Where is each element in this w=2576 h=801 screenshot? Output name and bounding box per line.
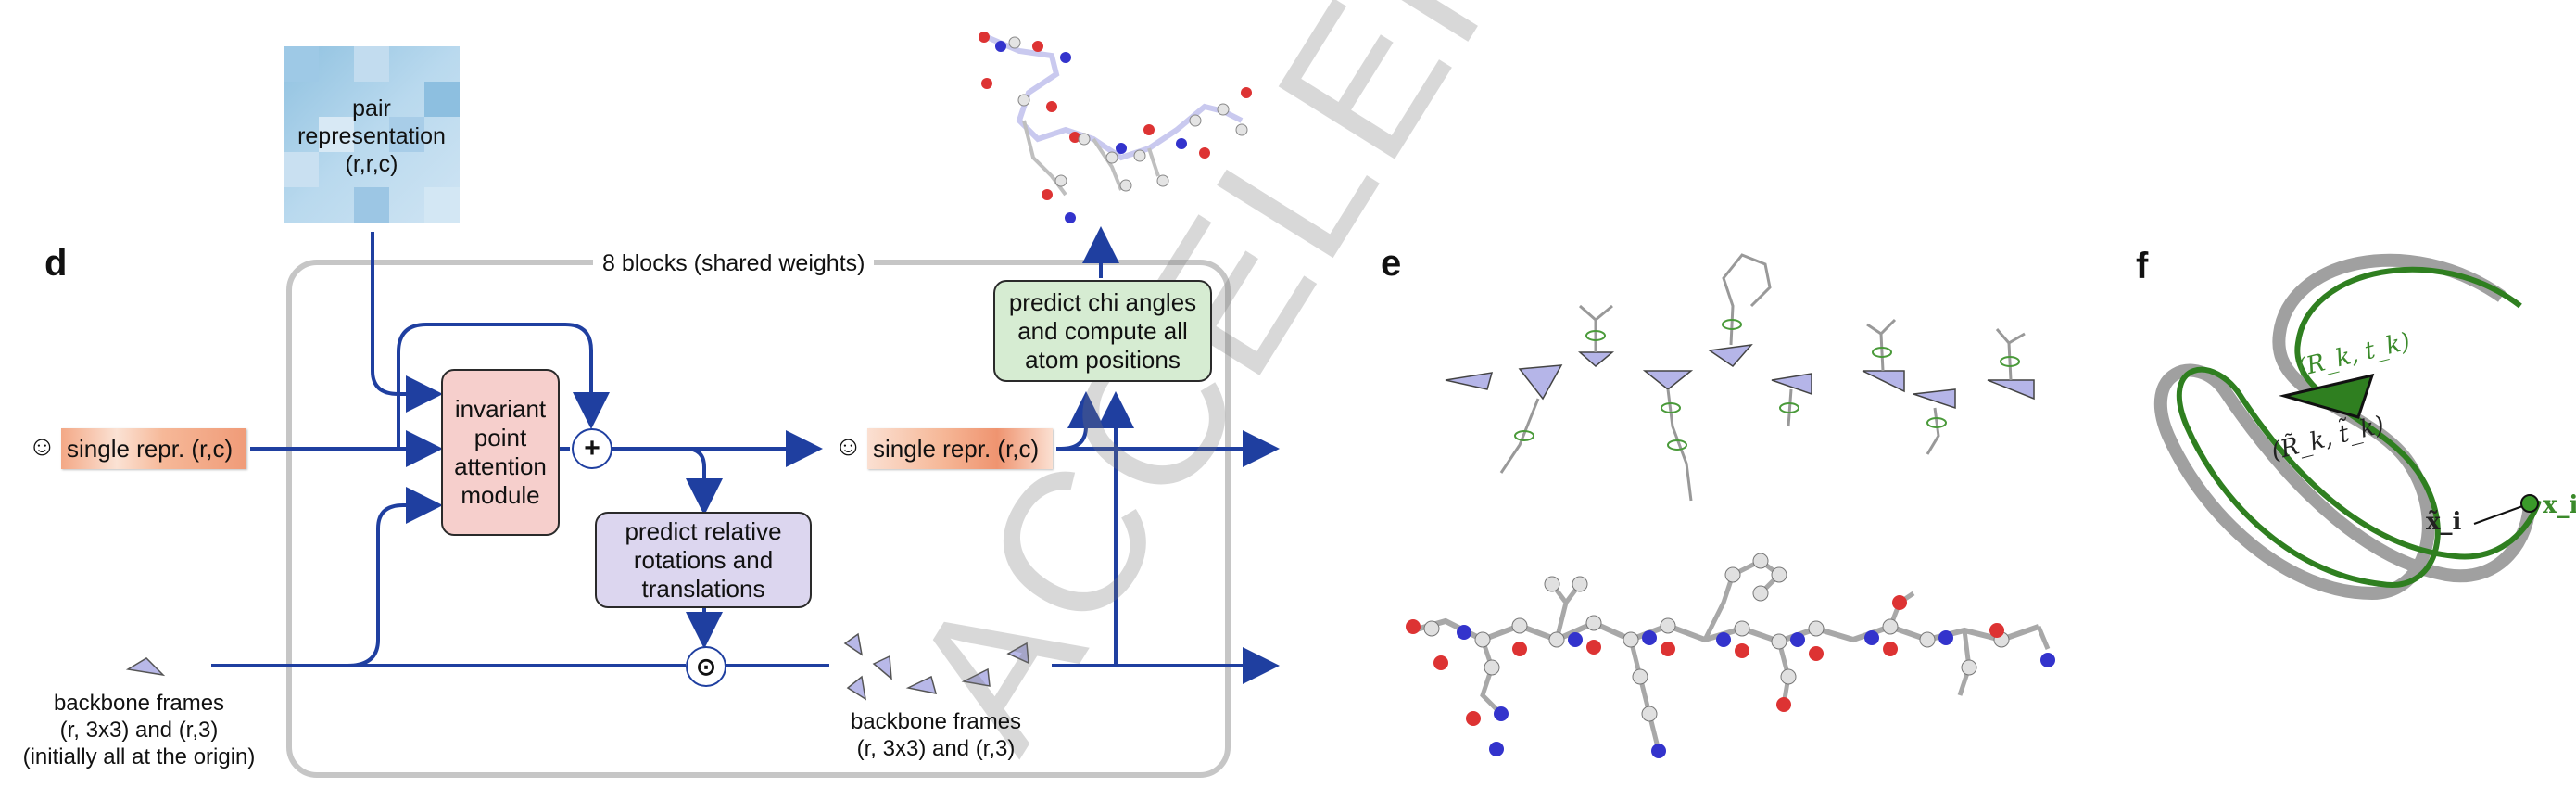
x-true-label: x_i — [2543, 491, 2576, 519]
single-repr-output: single repr. (r,c) — [867, 428, 1053, 469]
loop-label: 8 blocks (shared weights) — [593, 250, 875, 277]
panel-label-f: f — [2136, 246, 2149, 286]
panel-f-curves-image — [2153, 253, 2542, 601]
single-repr-input: single repr. (r,c) — [61, 428, 246, 469]
backbone-in-line-1: backbone frames — [53, 691, 225, 716]
backbone-out-line-2: (r, 3x3) and (r,3) — [856, 736, 1016, 761]
pair-line-1: pair — [352, 95, 391, 121]
ipa-line-1: invariant — [454, 395, 547, 423]
pair-line-2: representation — [297, 123, 446, 149]
predict-chi-line-2: and compute all — [1017, 316, 1188, 345]
predict-rel-line-3: translations — [641, 574, 765, 603]
panel-label-d: d — [44, 243, 68, 284]
backbone-output-label: backbone frames (r, 3x3) and (r,3) — [815, 708, 1056, 762]
person-icon: ☺ — [834, 431, 863, 462]
backbone-in-line-3: (initially all at the origin) — [22, 744, 256, 769]
predict-chi-line-3: atom positions — [1025, 345, 1181, 374]
pair-line-3: (r,r,c) — [345, 151, 398, 177]
backbone-out-line-1: backbone frames — [850, 709, 1022, 734]
backbone-frame-glyphs — [125, 632, 1029, 701]
backbone-input-label: backbone frames (r, 3x3) and (r,3) (init… — [0, 690, 278, 770]
predicted-structure-image — [979, 32, 1252, 223]
predict-rel-line-1: predict relative — [625, 516, 782, 545]
add-operation: + — [572, 428, 612, 469]
panel-e-frames-image — [1445, 253, 2035, 502]
ipa-line-3: attention — [454, 452, 547, 480]
predict-chi-line-1: predict chi angles — [1008, 287, 1197, 316]
pair-representation-image — [284, 46, 460, 222]
predict-rel-line-2: rotations and — [633, 545, 774, 574]
pair-representation-label: pair representation (r,r,c) — [284, 95, 460, 178]
predict-relative-box: predict relative rotations and translati… — [595, 512, 812, 608]
person-icon: ☺ — [28, 431, 57, 462]
panel-e-peptide-image — [1406, 553, 2055, 758]
ipa-line-4: module — [461, 481, 540, 509]
compose-operation: ⊙ — [686, 646, 726, 687]
watermark: ACCELERATED ARTICLE — [866, 0, 2352, 782]
panel-label-e: e — [1381, 243, 1402, 284]
ipa-line-2: point — [474, 424, 527, 451]
watermark-text: ACCELERATED ARTICLE — [866, 0, 2352, 782]
predict-chi-box: predict chi angles and compute all atom … — [993, 280, 1212, 382]
backbone-in-line-2: (r, 3x3) and (r,3) — [59, 718, 219, 743]
x-pred-label: x̃_i — [2426, 508, 2462, 536]
ipa-module-box: invariant point attention module — [441, 369, 560, 536]
